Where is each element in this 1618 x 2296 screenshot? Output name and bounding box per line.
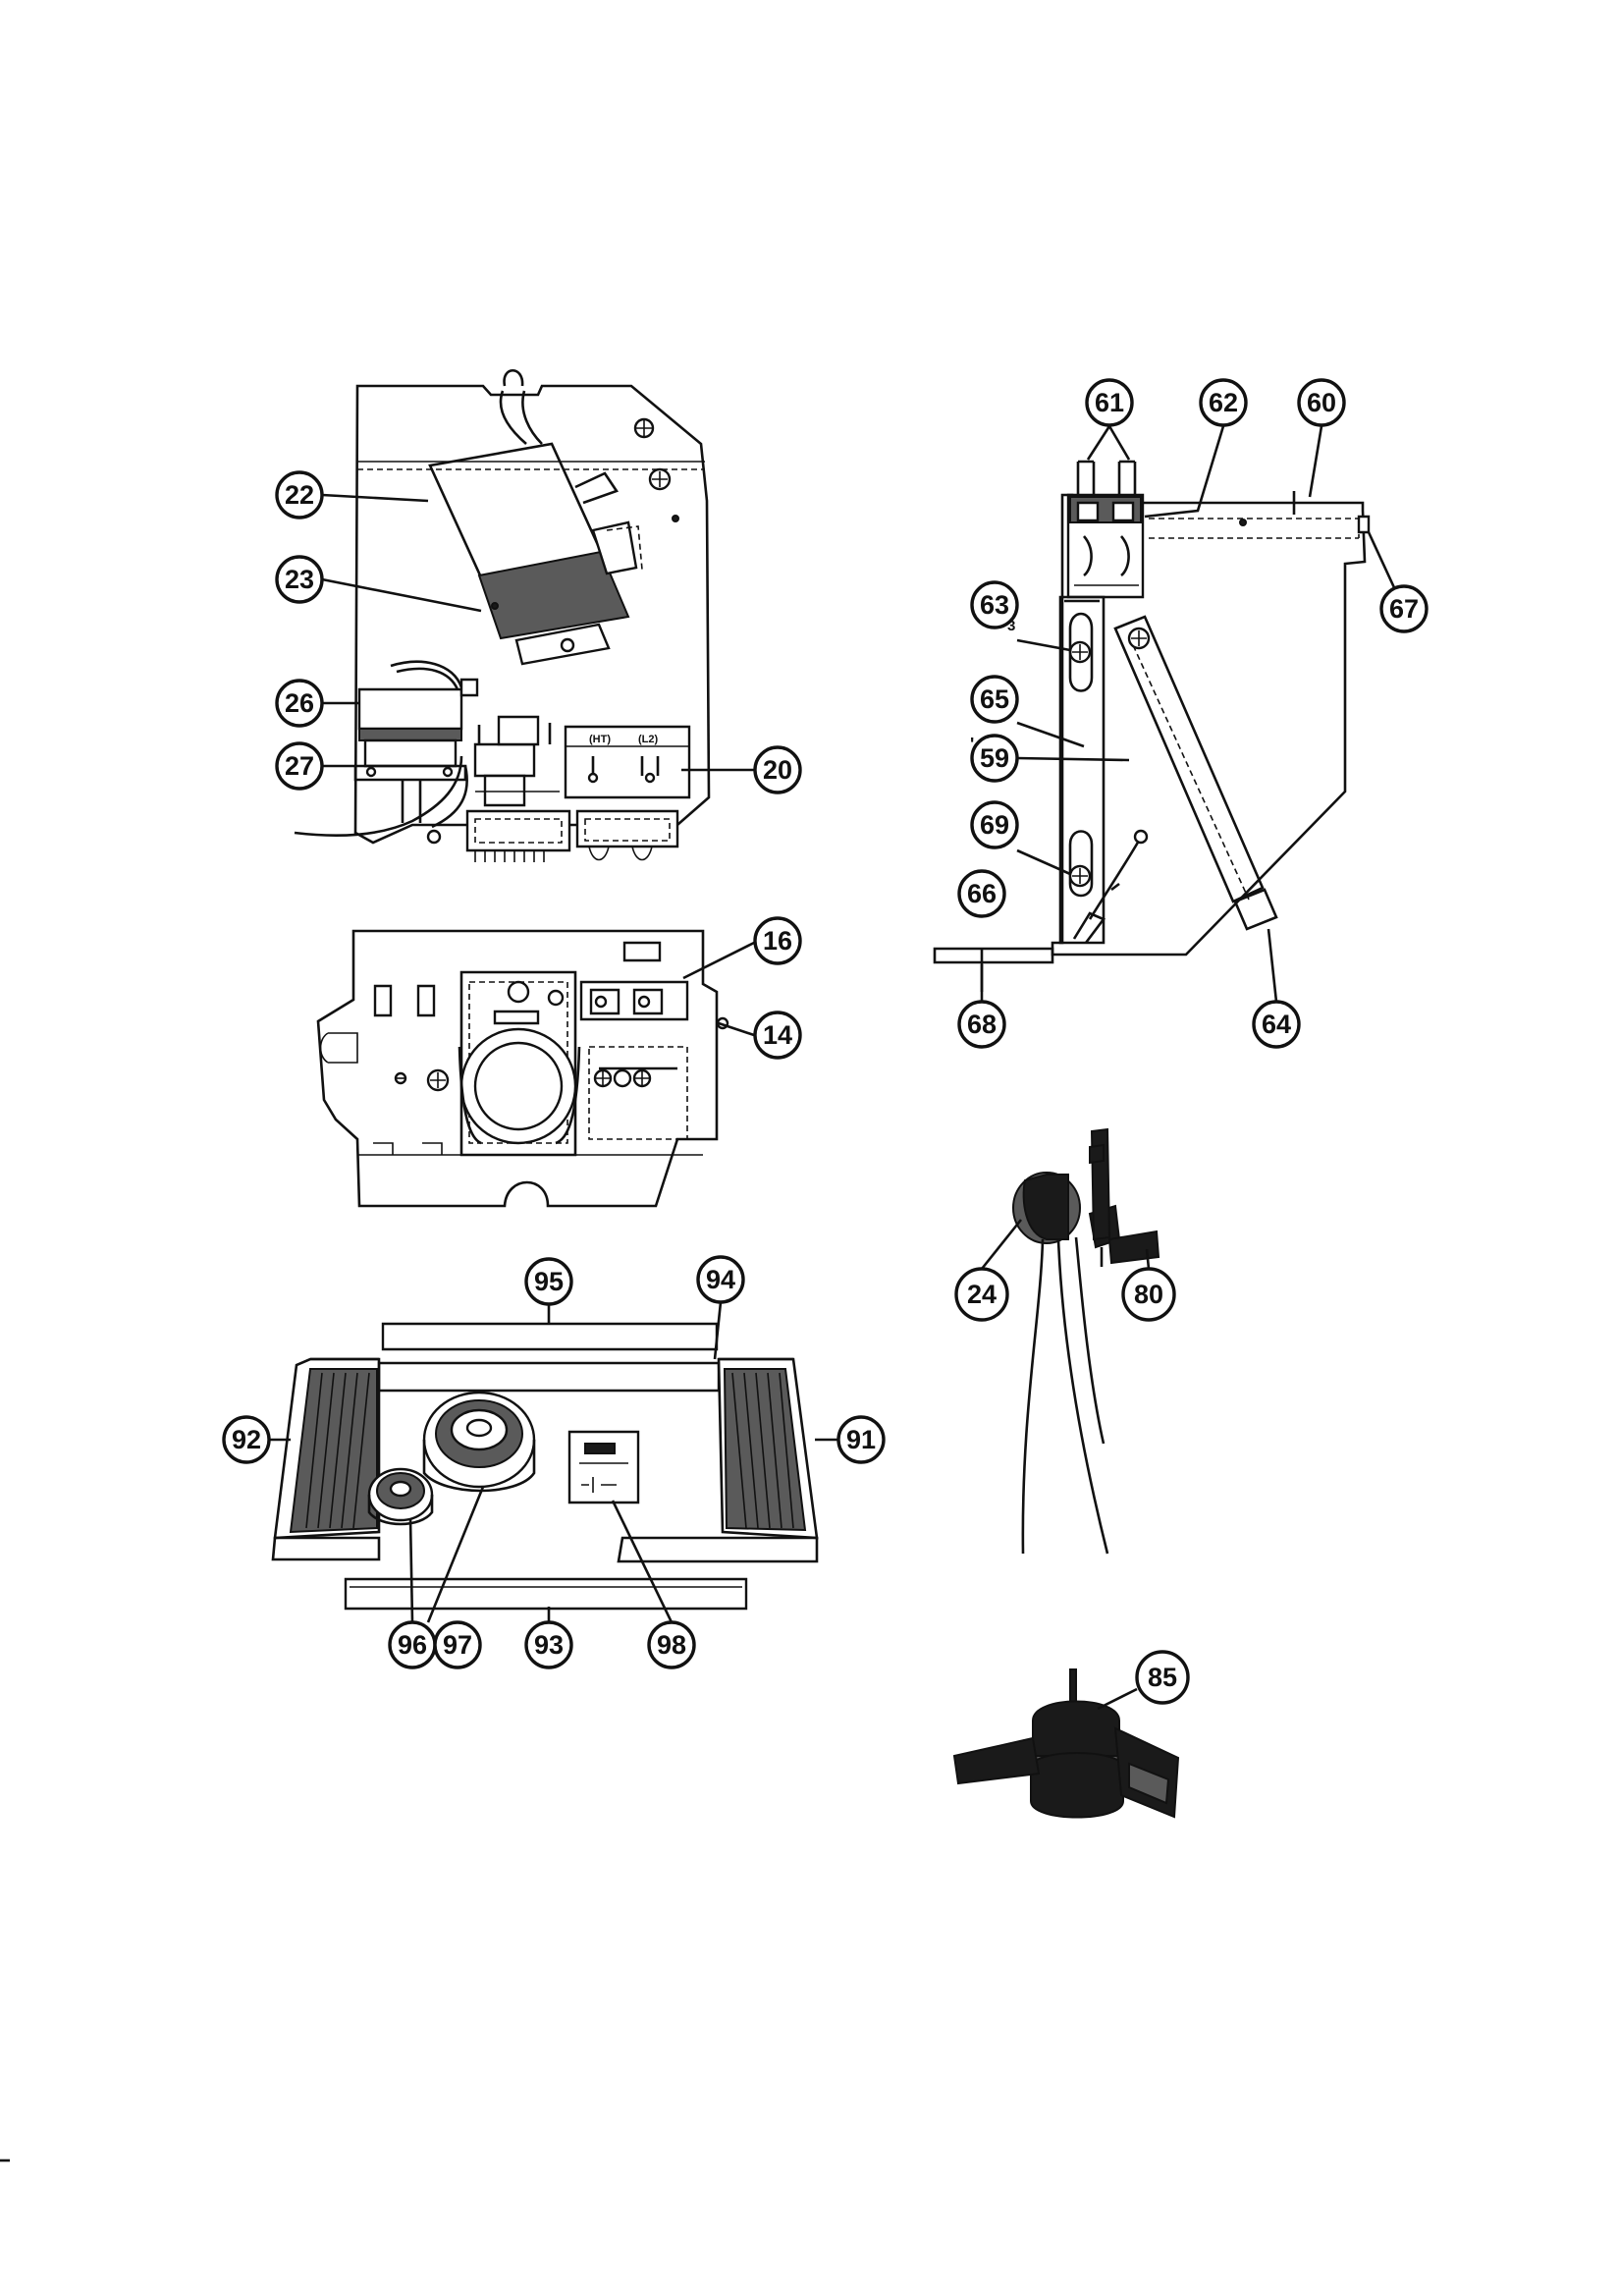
callout-91-label: 91 (846, 1425, 876, 1454)
callout-20: 20 (753, 745, 802, 794)
callout-94: 94 (696, 1255, 745, 1304)
callout-93-label: 93 (534, 1630, 564, 1660)
callout-61: 61 (1085, 378, 1134, 427)
control-knob-bracket (458, 970, 581, 1157)
callout-27-label: 27 (285, 751, 314, 781)
callout-23: 23 (275, 555, 324, 604)
callout-16: 16 (753, 916, 802, 965)
callout-27: 27 (275, 741, 324, 791)
callout-59: 59 (970, 734, 1019, 783)
callout-16-label: 16 (763, 926, 792, 956)
foam-seal-small (367, 1467, 434, 1526)
callout-92: 92 (222, 1415, 271, 1464)
callout-92-label: 92 (232, 1425, 261, 1454)
overload-part (952, 1668, 1180, 1819)
callout-64-label: 64 (1262, 1010, 1291, 1039)
callout-26: 26 (275, 679, 324, 728)
callout-63-label: 63 (980, 590, 1009, 620)
callout-24-label: 24 (967, 1280, 997, 1309)
callout-68: 68 (957, 1000, 1006, 1049)
limit-switch-block (1066, 460, 1145, 599)
callout-95-label: 95 (534, 1267, 564, 1296)
capacitor (428, 442, 643, 666)
foam-seal-large (422, 1391, 536, 1493)
callout-64: 64 (1252, 1000, 1301, 1049)
leader-lines (269, 425, 1406, 1711)
callout-62-label: 62 (1209, 388, 1238, 417)
callout-98: 98 (647, 1620, 696, 1669)
callout-95: 95 (524, 1257, 573, 1306)
callout-59-mark: ' (970, 735, 974, 754)
callout-26-label: 26 (285, 688, 314, 718)
callout-91: 91 (836, 1415, 886, 1464)
callout-97: 97 (433, 1620, 482, 1669)
callout-14-label: 14 (763, 1020, 792, 1050)
callout-65-label: 65 (980, 684, 1009, 714)
callout-68-label: 68 (967, 1010, 997, 1039)
callout-96: 96 (388, 1620, 437, 1669)
thermostat-part (1012, 1127, 1160, 1555)
terminal-block: (HT) (L2) (564, 725, 691, 799)
transformer (294, 660, 479, 837)
callout-80-label: 80 (1134, 1280, 1163, 1309)
instruction-card (567, 1430, 640, 1504)
callout-22-label: 22 (285, 480, 314, 510)
heater-assembly (933, 460, 1371, 964)
heater-bracket-left (1058, 595, 1106, 945)
callout-22: 22 (275, 470, 324, 519)
callout-20-label: 20 (763, 755, 792, 785)
installation-kit (271, 1322, 819, 1611)
callout-67-label: 67 (1389, 594, 1419, 624)
callout-66-label: 66 (967, 879, 997, 908)
control-box-assembly: (HT) (L2) (294, 369, 711, 862)
heating-element (1088, 615, 1278, 931)
terminal-mark-l2: (L2) (638, 734, 659, 745)
callout-66: 66 (957, 869, 1006, 918)
relay-switch (473, 715, 560, 807)
callout-85: 85 (1135, 1650, 1190, 1705)
control-panel-assembly (316, 929, 729, 1208)
callout-23-label: 23 (285, 565, 314, 594)
callout-69: 69 (970, 800, 1019, 849)
callout-94-label: 94 (706, 1265, 735, 1294)
callout-85-label: 85 (1148, 1663, 1177, 1692)
side-curtain-right (717, 1357, 819, 1540)
callout-98-label: 98 (657, 1630, 686, 1660)
callout-93: 93 (524, 1620, 573, 1669)
callout-80: 80 (1121, 1267, 1176, 1322)
callout-14: 14 (753, 1011, 802, 1060)
callout-59-label: 59 (980, 743, 1009, 773)
callout-60: 60 (1297, 378, 1346, 427)
terminal-mark-ht: (HT) (589, 734, 611, 745)
callout-61-label: 61 (1095, 388, 1124, 417)
callout-69-label: 69 (980, 810, 1009, 840)
callout-63: 63 (970, 580, 1019, 629)
callout-97-label: 97 (443, 1630, 472, 1660)
callout-24: 24 (954, 1267, 1009, 1322)
rotary-switch (579, 980, 689, 1140)
callout-62: 62 (1199, 378, 1248, 427)
callout-60-label: 60 (1307, 388, 1336, 417)
callout-65: 65 (970, 675, 1019, 724)
callout-96-label: 96 (398, 1630, 427, 1660)
callout-67: 67 (1379, 584, 1429, 633)
wire-connectors (426, 809, 679, 862)
callout-63-sub: 3 (1007, 618, 1015, 634)
side-curtain-left (273, 1357, 381, 1540)
